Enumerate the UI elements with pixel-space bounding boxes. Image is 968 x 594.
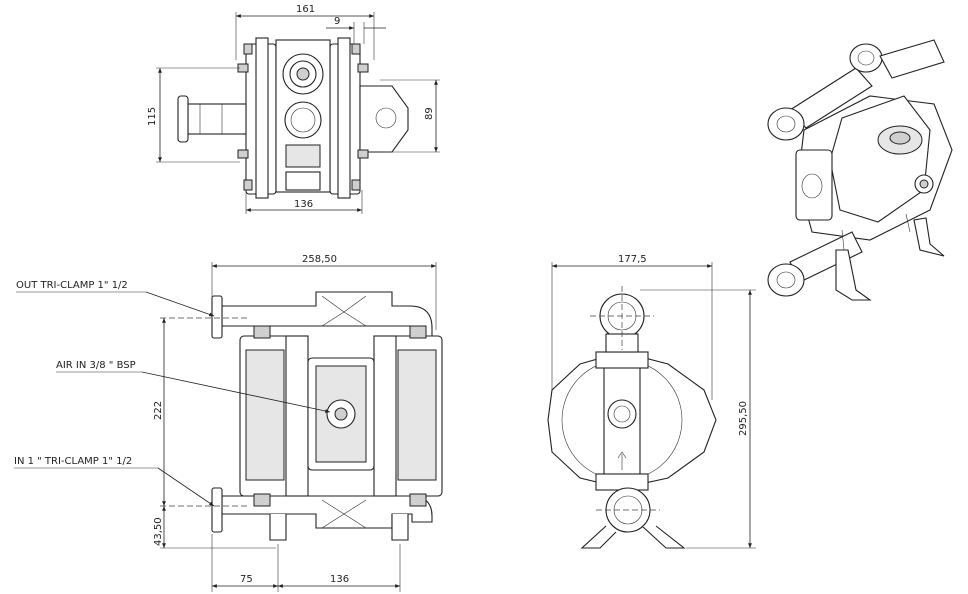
front-dim-width: 258,50	[302, 254, 337, 265]
top-dim-offset: 9	[334, 16, 340, 27]
top-dim-bottom: 136	[294, 199, 313, 210]
side-dim-height: 295,50	[738, 401, 749, 436]
front-dim-base: 136	[330, 574, 349, 585]
front-dim-left-offset: 75	[240, 574, 253, 585]
side-dim-width: 177,5	[618, 254, 647, 265]
top-view: 161 9 115 89 136	[147, 4, 440, 214]
callout-in: IN 1 " TRI-CLAMP 1" 1/2	[14, 456, 132, 467]
front-dim-low: 43,50	[153, 517, 164, 546]
front-dim-height: 222	[153, 401, 164, 420]
callout-air: AIR IN 3/8 " BSP	[56, 360, 136, 371]
isometric-view	[767, 39, 953, 301]
top-dim-right: 89	[424, 107, 435, 120]
callout-out: OUT TRI-CLAMP 1" 1/2	[16, 280, 128, 291]
front-view: 258,50 222 43,50 75 136 OUT TRI-CLAMP 1"…	[14, 254, 443, 592]
top-dim-height: 115	[147, 107, 158, 126]
top-dim-width: 161	[296, 4, 315, 15]
side-view: 177,5 295,50	[547, 254, 756, 549]
